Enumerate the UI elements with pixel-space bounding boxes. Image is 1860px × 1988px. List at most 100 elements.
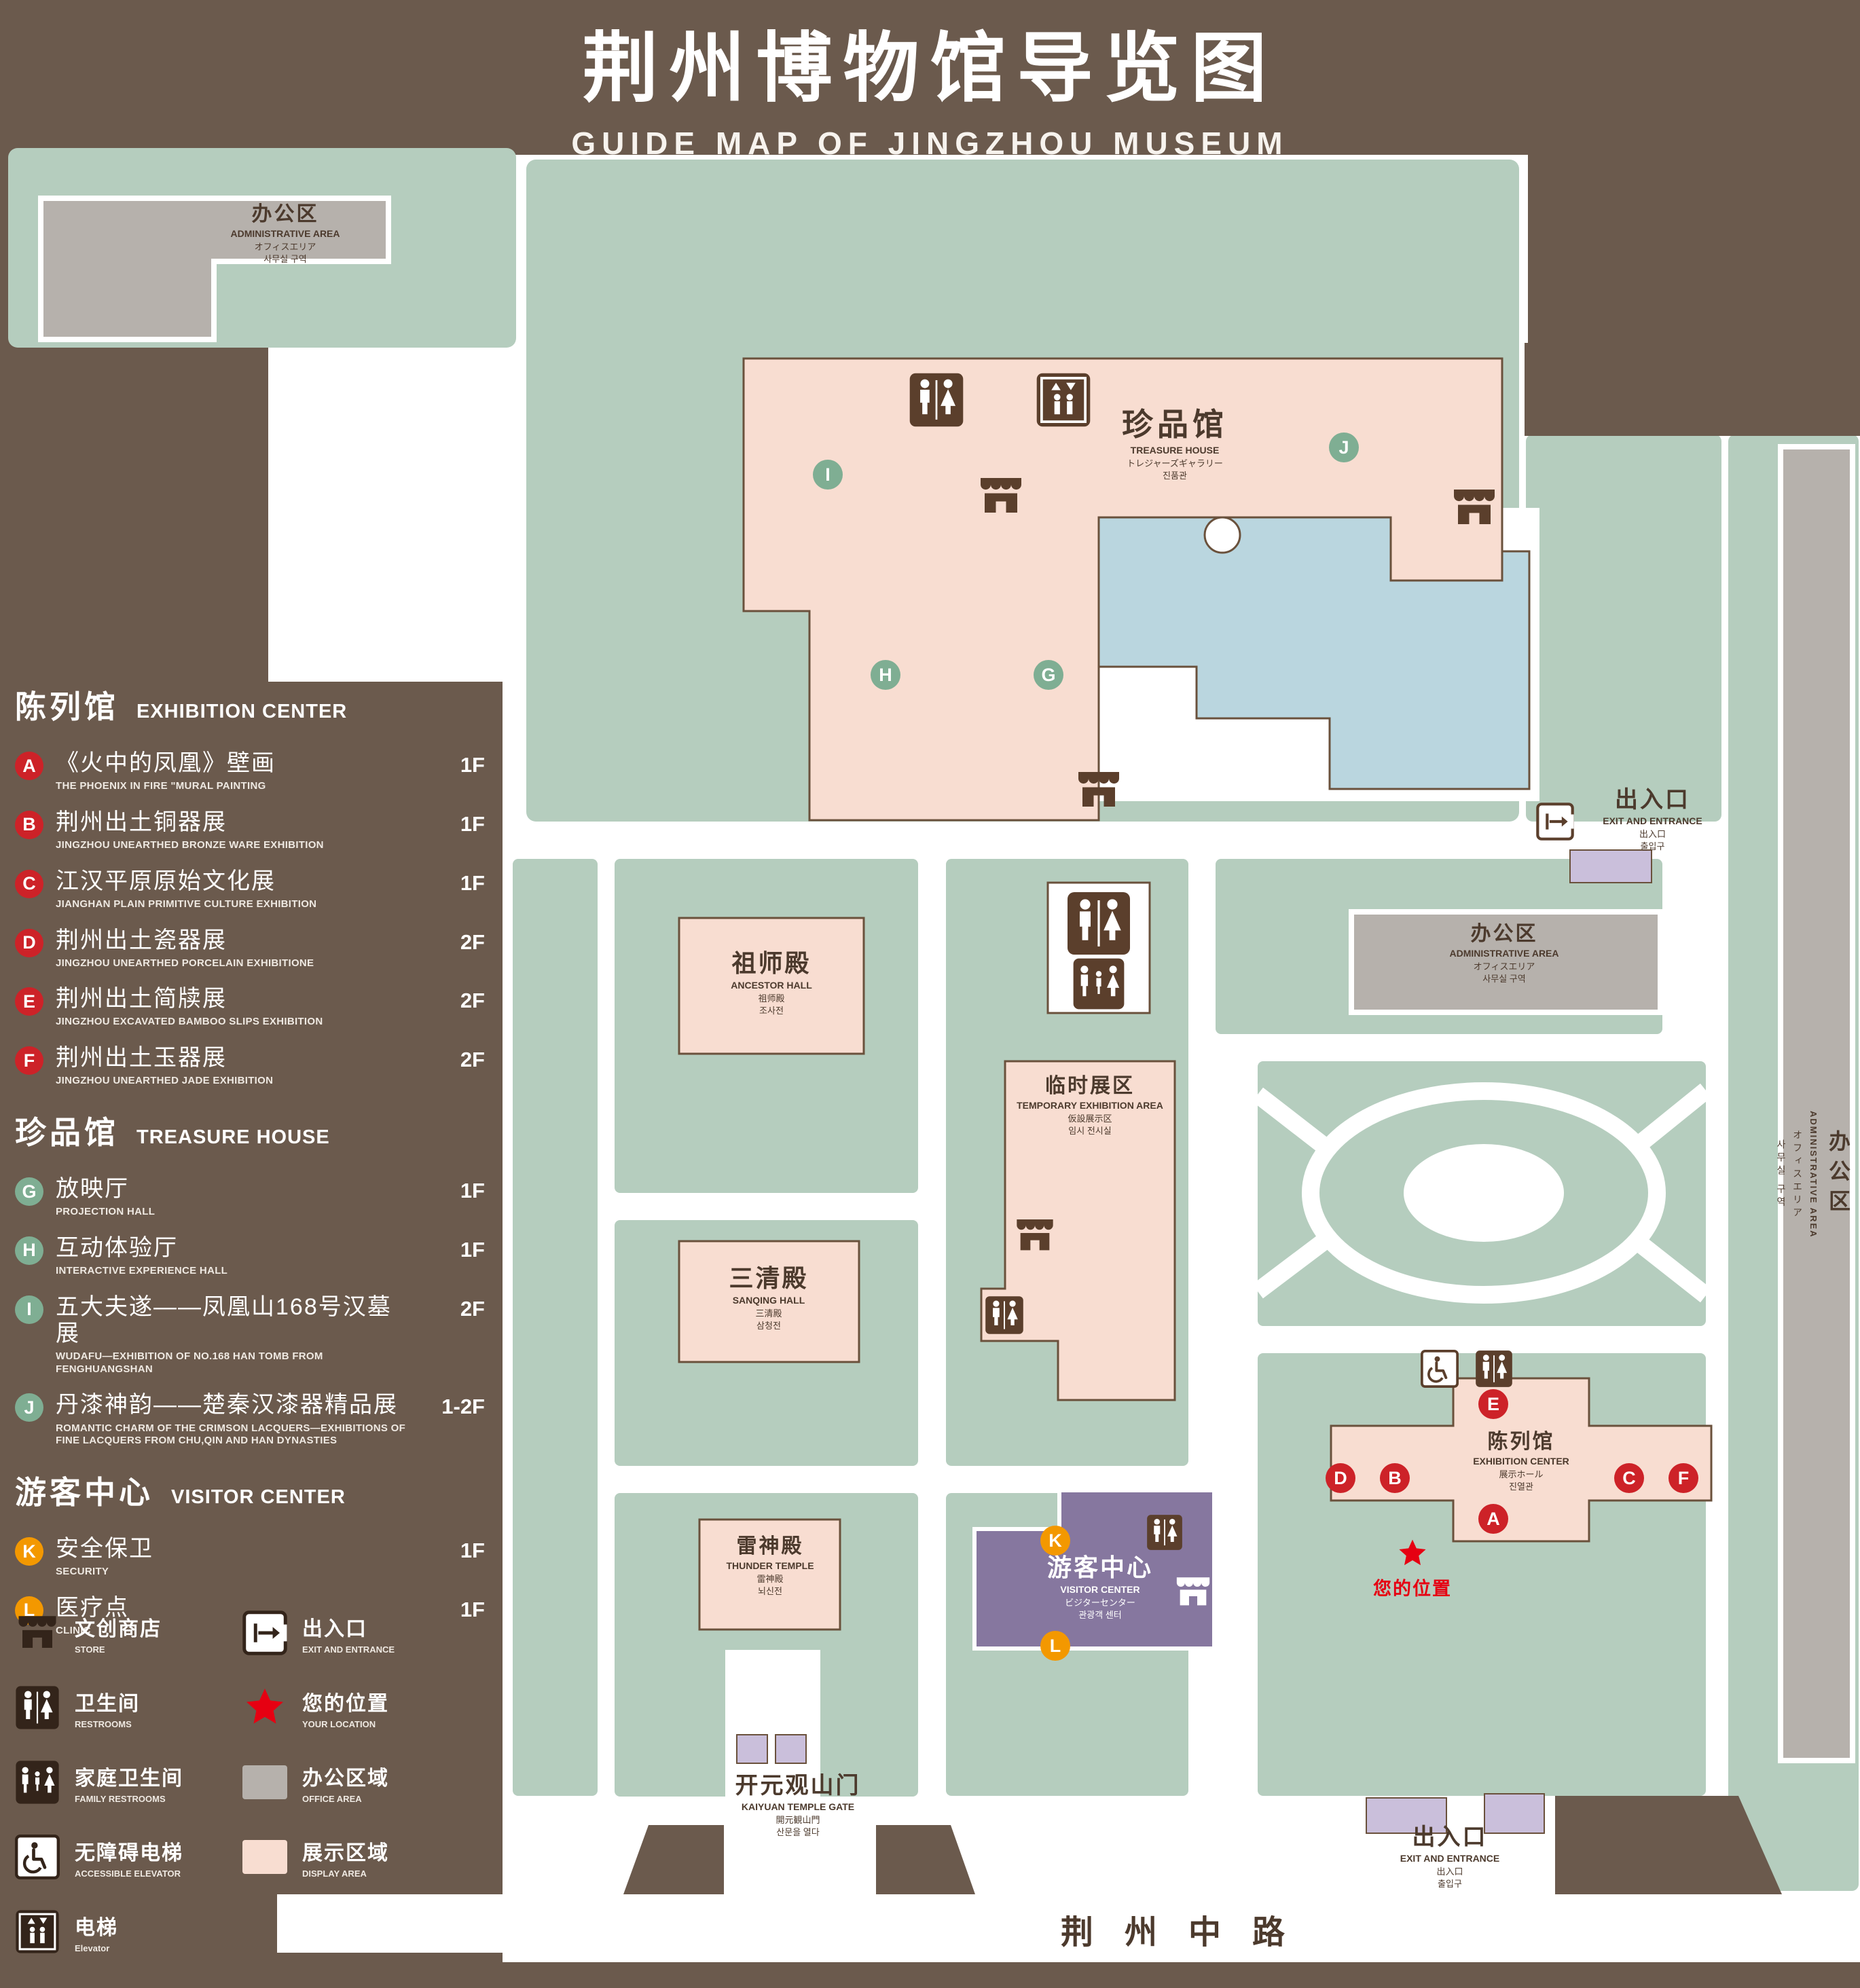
label-ko: 삼청전 xyxy=(756,1321,781,1331)
item-zh: 放映厅 xyxy=(56,1176,129,1202)
item-zh: 荆州出土铜器展 xyxy=(56,809,227,835)
map-marker-D: D xyxy=(1326,1463,1355,1493)
item-en: WUDAFU—EXHIBITION OF NO.168 HAN TOMB FRO… xyxy=(56,1350,323,1375)
label-ko: 뇌신전 xyxy=(758,1586,782,1597)
section-title-zh: 游客中心 xyxy=(15,1475,153,1511)
legend-section-exhibition-center: 陈列馆 EXHIBITION CENTER xyxy=(15,682,485,727)
sanqing-hall-label: 三清殿 SANQING HALL 三清殿 삼청전 xyxy=(680,1264,857,1331)
admin-east-strip-label: 办公区 ADMINISTRATIVE AREA オフィスエリア 사무실 구역 xyxy=(1776,910,1854,1439)
map-backdrop-left-plaza xyxy=(268,348,513,682)
label-zh: 出入口 xyxy=(1412,1824,1488,1850)
sanqing-hall-building xyxy=(678,1240,860,1363)
temporary-area-label: 临时展区 TEMPORARY EXHIBITION AREA 仮設展示区 임시 … xyxy=(1008,1074,1171,1137)
marker-badge-J: J xyxy=(15,1393,43,1422)
item-zh: 五大夫遂——凤凰山168号汉墓展 xyxy=(56,1293,392,1346)
exhibition-center-label: 陈列馆 EXHIBITION CENTER 展示ホール 진열관 xyxy=(1453,1430,1589,1492)
section-title-en: VISITOR CENTER xyxy=(171,1486,346,1509)
label-en: ADMINISTRATIVE AREA xyxy=(1449,948,1559,959)
item-en: THE PHOENIX IN FIRE "MURAL PAINTING xyxy=(56,780,266,792)
label-ja: 祖师殿 xyxy=(758,993,785,1004)
item-floor: 1F xyxy=(460,811,485,836)
item-zh: 荆州出土瓷器展 xyxy=(56,927,227,953)
label-zh: 办公区 xyxy=(251,203,319,225)
your-location-star-icon xyxy=(1396,1537,1429,1570)
label-en: TEMPORARY EXHIBITION AREA xyxy=(1017,1100,1163,1111)
label-ko: 진품관 xyxy=(1163,471,1187,481)
item-floor: 2F xyxy=(460,1296,485,1321)
marker-badge-K: K xyxy=(15,1537,43,1566)
marker-badge-H: H xyxy=(15,1236,43,1265)
kaiyuan-gate-label: 开元观山门 KAIYUAN TEMPLE GATE 開元観山門 산문을 열다 xyxy=(720,1772,876,1837)
item-zh: 荆州出土简牍展 xyxy=(56,986,227,1012)
item-en: INTERACTIVE EXPERIENCE HALL xyxy=(56,1265,228,1276)
temporary-exhibition-building xyxy=(980,1060,1176,1401)
exit-icon xyxy=(242,1610,287,1655)
marker-badge-C: C xyxy=(15,869,43,898)
label-en: EXIT AND ENTRANCE xyxy=(1400,1853,1500,1864)
symbol-zh: 展示区域 xyxy=(302,1841,389,1864)
label-en: EXIT AND ENTRANCE xyxy=(1603,815,1702,827)
item-zh: 丹漆神韵——楚秦汉漆器精品展 xyxy=(56,1392,398,1418)
map-marker-B: B xyxy=(1380,1463,1410,1493)
your-location-label: 您的位置 xyxy=(1373,1579,1452,1599)
label-ko: 산문을 열다 xyxy=(776,1826,820,1837)
label-ko: 임시 전시실 xyxy=(1068,1126,1112,1137)
symbol-en: ACCESSIBLE ELEVATOR xyxy=(75,1868,181,1879)
legend-section-treasure-house: 珍品馆 TREASURE HOUSE xyxy=(15,1108,485,1153)
south-entrance-block-left xyxy=(1366,1797,1447,1834)
item-en: CLINIC xyxy=(56,1624,91,1636)
item-en: PROJECTION HALL xyxy=(56,1206,156,1218)
symbol-zh: 您的位置 xyxy=(302,1692,389,1715)
map-marker-I: I xyxy=(813,460,843,490)
label-zh: 雷神殿 xyxy=(736,1535,804,1558)
elevator-icon xyxy=(1036,372,1091,428)
marker-badge-A: A xyxy=(15,752,43,780)
road xyxy=(277,1894,1860,1953)
marker-badge-F: F xyxy=(15,1046,43,1075)
item-floor: 2F xyxy=(460,1048,485,1072)
label-ko: 진열관 xyxy=(1509,1481,1533,1492)
label-zh: 出入口 xyxy=(1615,787,1690,813)
symbol-en: RESTROOMS xyxy=(75,1718,132,1729)
treasure-house-building xyxy=(742,357,1503,822)
label-en: VISITOR CENTER xyxy=(1060,1584,1140,1596)
label-ja: 雷神殿 xyxy=(756,1573,784,1584)
item-zh: 医疗点 xyxy=(56,1594,129,1621)
south-exit-label: 出入口 EXIT AND ENTRANCE 出入口 출입구 xyxy=(1379,1824,1521,1889)
label-zh: 珍品馆 xyxy=(1122,407,1228,442)
store-icon xyxy=(1074,766,1123,815)
marker-badge-B: B xyxy=(15,810,43,839)
item-zh: 互动体验厅 xyxy=(56,1234,178,1261)
label-en: THUNDER TEMPLE xyxy=(726,1560,814,1572)
label-zh: 三清殿 xyxy=(729,1264,809,1292)
marker-badge-G: G xyxy=(15,1177,43,1207)
item-floor: 2F xyxy=(460,929,485,954)
map-marker-G: G xyxy=(1034,660,1063,690)
section-title-en: EXHIBITION CENTER xyxy=(136,701,348,722)
garden-center-plaza xyxy=(1404,1144,1564,1242)
admin-top-left-label: 办公区 ADMINISTRATIVE AREA オフィスエリア 사무실 구역 xyxy=(204,202,367,265)
label-en: ADMINISTRATIVE AREA xyxy=(1808,1111,1819,1238)
label-en: SANQING HALL xyxy=(732,1295,805,1306)
label-en: TREASURE HOUSE xyxy=(1130,445,1220,456)
map-marker-C: C xyxy=(1614,1463,1644,1493)
location-star-icon xyxy=(242,1685,287,1730)
restroom-icon xyxy=(909,372,964,428)
map-marker-E: E xyxy=(1478,1389,1508,1419)
label-zh: 陈列馆 xyxy=(1487,1431,1555,1453)
symbol-en: STORE xyxy=(75,1644,105,1655)
background-top-right xyxy=(1525,343,1860,436)
gate-block-right xyxy=(775,1734,807,1764)
item-floor: 1F xyxy=(460,1179,485,1203)
lake-landmark xyxy=(1203,516,1241,554)
